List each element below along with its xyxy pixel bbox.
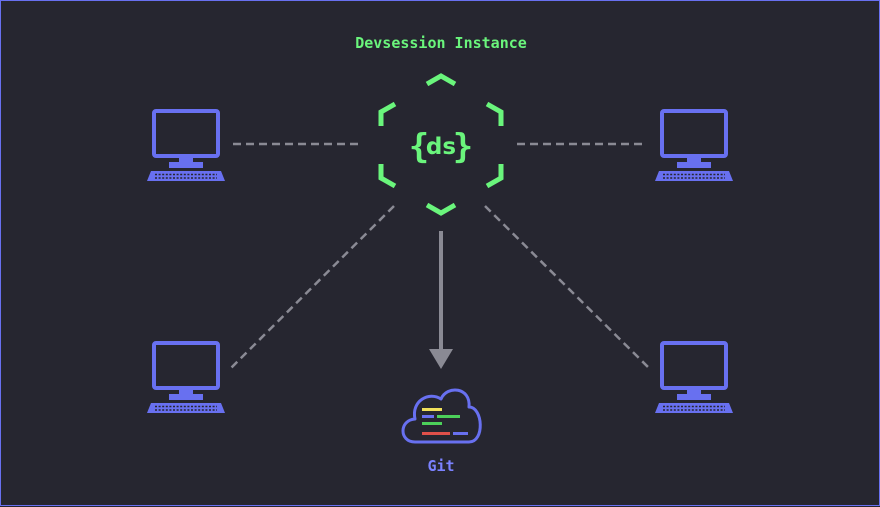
instance-title: Devsession Instance: [355, 34, 527, 52]
git-label: Git: [427, 457, 455, 475]
connector-bottom-left: [230, 205, 395, 369]
cloud-code-icon: [401, 388, 482, 444]
logo-right-brace: }: [453, 127, 473, 167]
logo-text: ds: [426, 134, 456, 160]
desktop-computer-icon: [145, 109, 227, 183]
arrow-down-icon: [429, 231, 453, 369]
hexagon-logo-icon: [378, 73, 504, 216]
desktop-computer-icon: [653, 109, 735, 183]
connector-bottom-right: [484, 205, 650, 369]
desktop-computer-icon: [145, 341, 227, 415]
logo-left-brace: {: [409, 127, 429, 167]
desktop-computer-icon: [653, 341, 735, 415]
